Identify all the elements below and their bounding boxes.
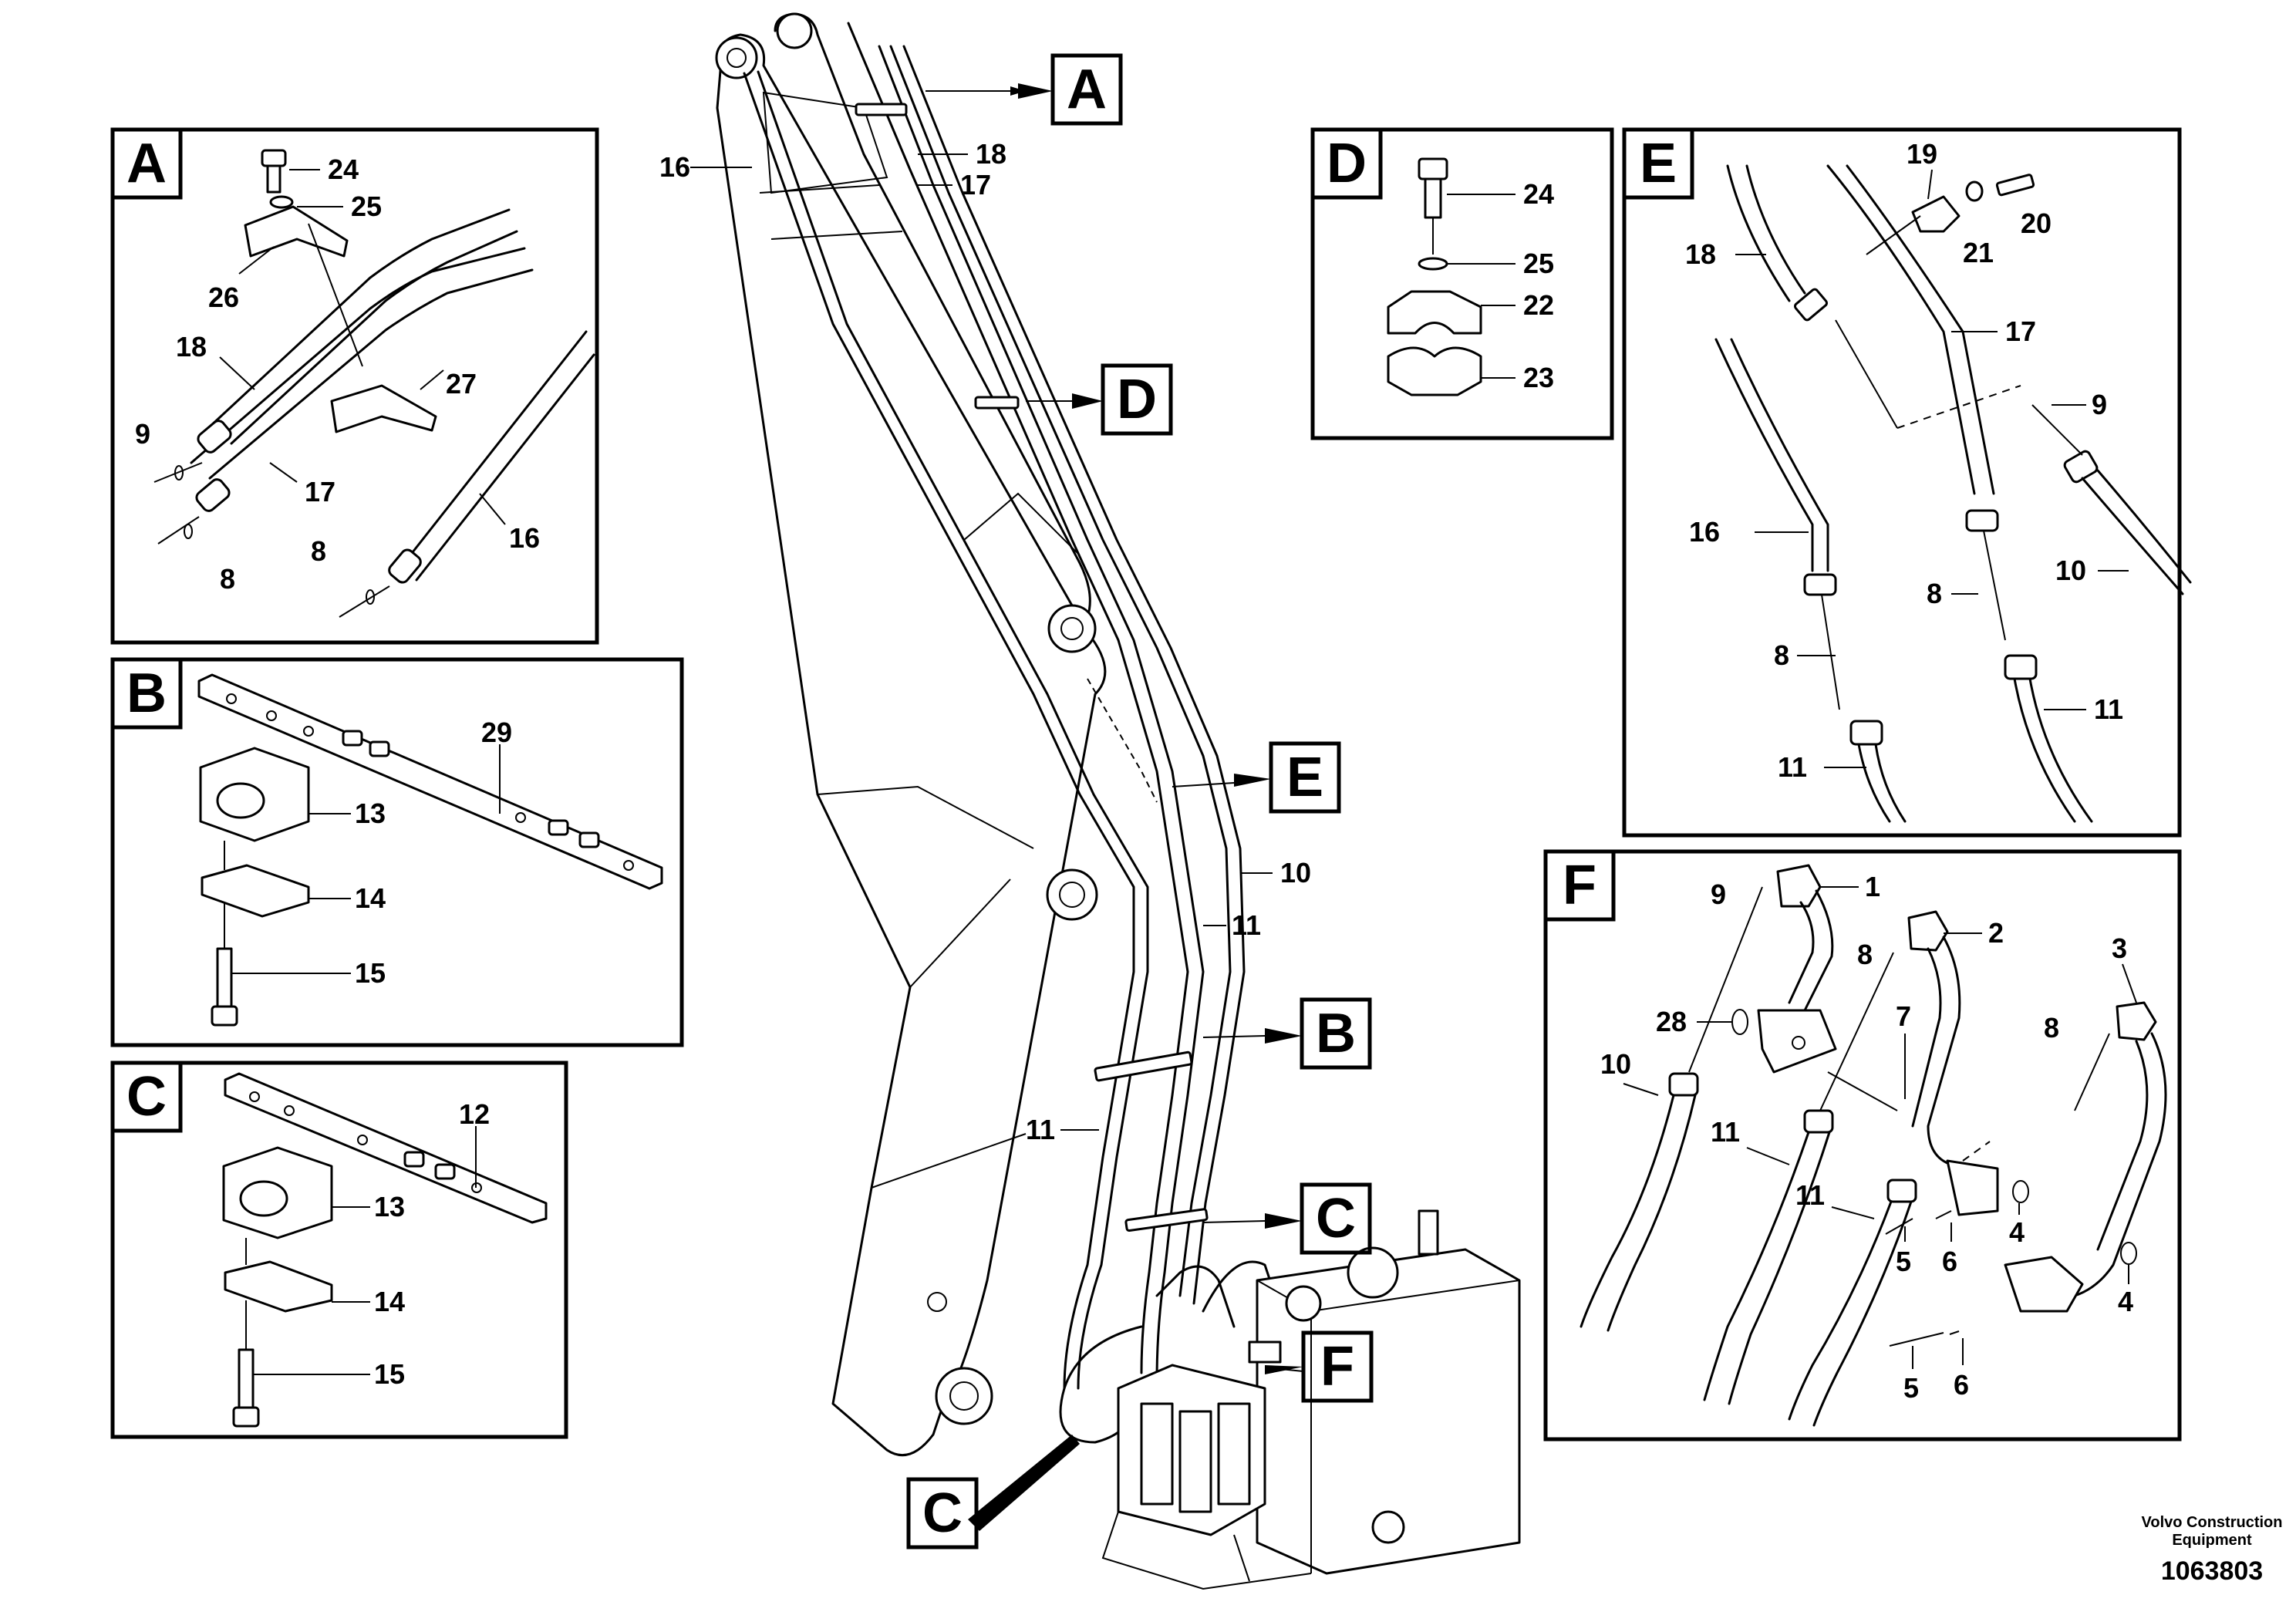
part-1: 1 (1865, 871, 1880, 902)
part-11-boom-a: 11 (1232, 909, 1261, 941)
part-14-b: 14 (355, 882, 386, 914)
part-10-boom: 10 (1280, 857, 1311, 889)
part-15-c: 15 (374, 1358, 405, 1390)
part-23: 23 (1523, 362, 1554, 393)
panel-a-illustration (153, 149, 595, 618)
part-24: 24 (328, 153, 359, 185)
callout-b-letter: B (1316, 1003, 1356, 1064)
callout-c2-letter: C (922, 1482, 963, 1544)
drawing-number: 1063803 (2161, 1556, 2263, 1586)
panel-d-illustration (1387, 157, 1482, 396)
part-6-b: 6 (1954, 1369, 1969, 1401)
part-16: 16 (509, 522, 540, 554)
part-11-e1: 11 (2094, 693, 2123, 725)
panel-e-illustration (1714, 164, 2192, 823)
part-8-e2: 8 (1774, 639, 1789, 671)
panel-b-illustration (197, 673, 663, 1027)
part-13-b: 13 (355, 798, 386, 829)
part-11-f1: 11 (1711, 1116, 1740, 1148)
part-27: 27 (446, 368, 477, 400)
panel-c-tab (110, 1061, 183, 1133)
part-19: 19 (1907, 138, 1937, 170)
credit-line-2: Equipment (2172, 1532, 2252, 1549)
part-16-e: 16 (1689, 516, 1720, 548)
part-20: 20 (2021, 207, 2052, 239)
part-13-c: 13 (374, 1191, 405, 1222)
part-25-d: 25 (1523, 248, 1554, 279)
part-labels: 24 25 26 27 18 17 16 9 8 8 29 13 14 15 1… (135, 138, 2137, 1404)
part-18: 18 (176, 331, 207, 363)
panel-b-tab (110, 657, 183, 730)
boom-assembly (715, 12, 1521, 1590)
panel-f-letter: F (1563, 855, 1596, 916)
part-21: 21 (1963, 237, 1994, 268)
panel-d-letter: D (1327, 133, 1367, 194)
panel-f-tab (1543, 849, 1616, 922)
part-10-e: 10 (2055, 555, 2086, 586)
panel-f-illustration (1580, 864, 2167, 1427)
panel-c-illustration (222, 1072, 548, 1428)
part-18-boom: 18 (976, 138, 1006, 170)
part-12: 12 (459, 1098, 490, 1130)
panel-d-frame (1310, 127, 1614, 440)
part-5-a: 5 (1896, 1246, 1911, 1277)
part-9-e: 9 (2092, 389, 2107, 420)
part-7: 7 (1896, 1000, 1911, 1032)
part-3: 3 (2112, 932, 2127, 964)
part-8-f2: 8 (2044, 1012, 2059, 1044)
part-11-e2: 11 (1778, 751, 1807, 783)
part-9: 9 (135, 418, 150, 450)
callout-e-letter: E (1286, 747, 1323, 808)
part-24-d: 24 (1523, 178, 1554, 210)
panel-f-frame (1543, 849, 2182, 1442)
part-4-b: 4 (2118, 1286, 2133, 1317)
callout-f-letter: F (1320, 1336, 1354, 1398)
callout-d-letter: D (1117, 369, 1157, 430)
panel-a-letter: A (126, 133, 167, 194)
part-6-a: 6 (1942, 1246, 1957, 1277)
part-8-a: 8 (220, 563, 235, 595)
panel-b-frame (110, 657, 684, 1047)
callout-a-letter: A (1067, 59, 1107, 120)
part-9-f: 9 (1711, 878, 1726, 910)
part-5-b: 5 (1903, 1372, 1919, 1404)
part-8-b: 8 (311, 535, 326, 567)
panel-e-tab (1622, 127, 1694, 200)
part-14-c: 14 (374, 1286, 405, 1317)
part-8-f1: 8 (1857, 939, 1873, 970)
part-15-b: 15 (355, 957, 386, 989)
part-26: 26 (208, 282, 239, 313)
panel-b-letter: B (126, 663, 167, 724)
panel-c-letter: C (126, 1066, 167, 1128)
panel-e-letter: E (1640, 133, 1677, 194)
part-17-boom: 17 (960, 169, 991, 201)
part-8-e1: 8 (1927, 578, 1942, 609)
part-2: 2 (1988, 917, 2004, 949)
part-11-f2: 11 (1795, 1179, 1825, 1211)
part-16-boom: 16 (659, 151, 690, 183)
part-10-f: 10 (1600, 1048, 1631, 1080)
panel-c-frame (110, 1061, 568, 1439)
part-25: 25 (351, 191, 382, 222)
callout-c-letter: C (1316, 1188, 1356, 1249)
part-28: 28 (1656, 1006, 1687, 1037)
part-18-e: 18 (1685, 238, 1716, 270)
credit-line-1: Volvo Construction (2142, 1514, 2283, 1531)
part-11-boom-b: 11 (1026, 1114, 1055, 1145)
panel-d-tab (1310, 127, 1383, 200)
part-29: 29 (481, 717, 512, 748)
panel-e-frame (1622, 127, 2182, 838)
part-4-a: 4 (2009, 1216, 2025, 1248)
panel-a-frame (110, 127, 599, 645)
part-22: 22 (1523, 289, 1554, 321)
part-17: 17 (305, 476, 335, 508)
part-17-e: 17 (2005, 315, 2036, 347)
panel-a-tab (110, 127, 183, 200)
boom-callouts: A D E B C F C (906, 53, 1374, 1549)
